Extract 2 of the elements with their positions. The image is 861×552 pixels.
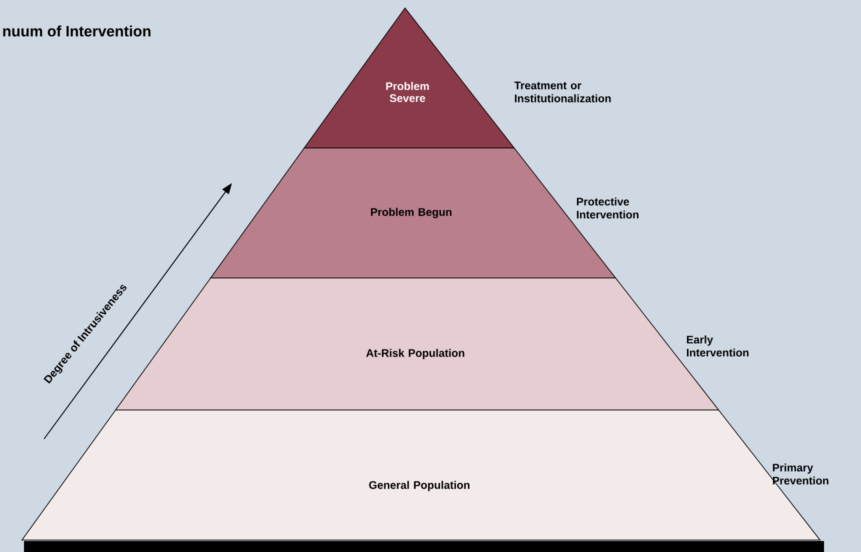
side-label: Treatment or Institutionalization [514,82,611,102]
title: nuum of Intervention [3,26,150,36]
